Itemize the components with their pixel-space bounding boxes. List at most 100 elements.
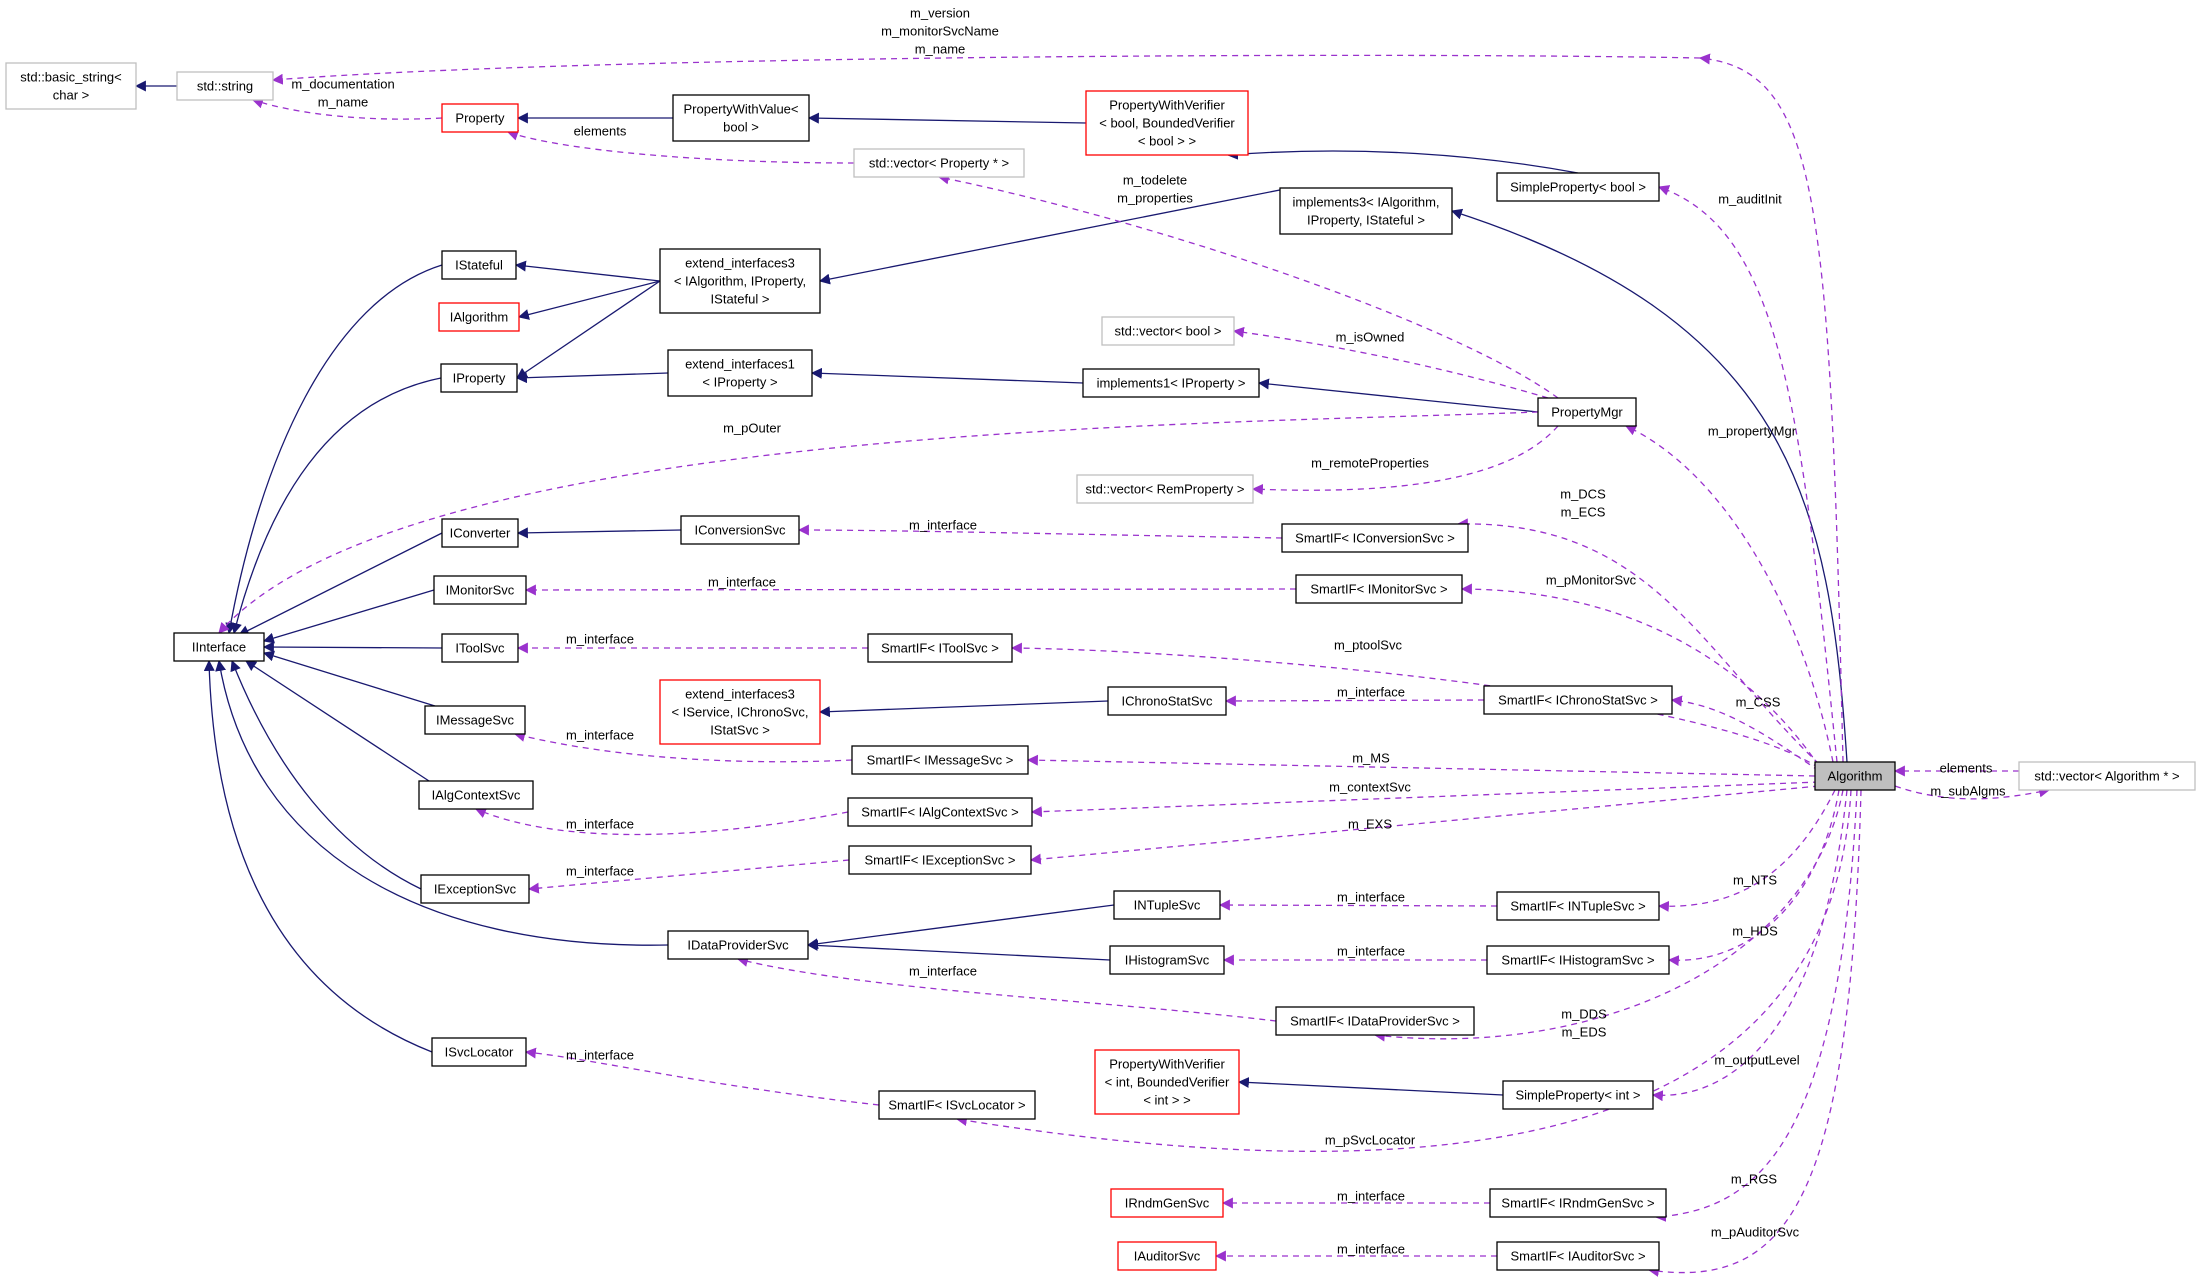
node-extend-interfaces1[interactable]: extend_interfaces1< IProperty > [667,349,813,397]
node-intuplesvc[interactable]: INTupleSvc [1113,890,1221,920]
node-box [173,632,265,662]
node-ialgorithm[interactable]: IAlgorithm [438,302,520,332]
edge-property-string [251,97,443,120]
node-iconversionsvc[interactable]: IConversionSvc [680,515,800,545]
edge-label-text: m_interface [708,575,776,590]
node-pwverifier-bool[interactable]: PropertyWithVerifier< bool, BoundedVerif… [1085,90,1249,156]
node-box [176,71,274,101]
node-smartif-isvclocator[interactable]: SmartIF< ISvcLocator > [878,1090,1036,1120]
node-smartif-imessagesvc[interactable]: SmartIF< IMessageSvc > [851,745,1029,775]
node-smartif-ialgcontextsvc[interactable]: SmartIF< IAlgContextSvc > [847,797,1033,827]
node-extend-interfaces3-b[interactable]: extend_interfaces3< IService, IChronoSvc… [659,679,821,745]
edge-label-text: m_interface [909,518,977,533]
node-basic-string[interactable]: std::basic_string<char > [5,62,137,110]
node-itoolsvc[interactable]: IToolSvc [441,633,519,663]
node-iauditorsvc[interactable]: IAuditorSvc [1117,1241,1217,1271]
node-box [667,930,809,960]
node-box [420,874,530,904]
edge-propertymgr-iinterface [218,411,1539,634]
node-vec-algorithm[interactable]: std::vector< Algorithm * > [2018,761,2196,791]
node-istateful[interactable]: IStateful [441,250,517,280]
node-property[interactable]: Property [441,103,519,133]
node-vec-bool[interactable]: std::vector< bool > [1101,316,1235,346]
node-simpleprop-int[interactable]: SimpleProperty< int > [1502,1080,1654,1110]
node-imessagesvc[interactable]: IMessageSvc [424,705,526,735]
edge-isvclocator-iinterface [203,659,433,1053]
edge-label-psvclocator: m_pSvcLocator [1325,1133,1416,1148]
edge-label-interface-chrono: m_interface [1337,685,1405,700]
node-smartif-irndmgensvc[interactable]: SmartIF< IRndmGenSvc > [1489,1188,1667,1218]
edge-label-nts: m_NTS [1733,873,1777,888]
node-smartif-iconversionsvc[interactable]: SmartIF< IConversionSvc > [1281,523,1469,553]
node-label: SmartIF< IAlgContextSvc > [861,805,1019,820]
node-iinterface[interactable]: IInterface [173,632,265,662]
edge-label-auditinit: m_auditInit [1718,192,1782,207]
edge-label-text: m_outputLevel [1714,1053,1799,1068]
edge-smartif-svcloc-svcloc [524,1047,880,1106]
node-idataprovidersvc[interactable]: IDataProviderSvc [667,930,809,960]
edge-label-text: m_version [910,6,970,21]
node-std-string[interactable]: std::string [176,71,274,101]
node-box [1085,90,1249,156]
node-smartif-iexceptionsvc[interactable]: SmartIF< IExceptionSvc > [848,845,1032,875]
node-ialgcontextsvc[interactable]: IAlgContextSvc [418,780,534,810]
node-irndmgensvc[interactable]: IRndmGenSvc [1110,1188,1224,1218]
edge-implements3-extend3 [818,187,1291,285]
edge-label-text: m_interface [566,728,634,743]
edge-algorithm-smartif-chrono [1670,695,1820,772]
node-label: INTupleSvc [1134,898,1201,913]
node-iexceptionsvc[interactable]: IExceptionSvc [420,874,530,904]
node-smartif-imonitorsvc[interactable]: SmartIF< IMonitorSvc > [1295,574,1463,604]
edge-intuplesvc-idataprovidersvc [806,904,1115,950]
node-smartif-ihistogramsvc[interactable]: SmartIF< IHistogramSvc > [1486,945,1670,975]
node-propertymgr[interactable]: PropertyMgr [1537,397,1637,427]
edge-simpleprop-pwverifier [1226,148,1579,174]
node-imonitorsvc[interactable]: IMonitorSvc [433,575,527,605]
node-vec-remproperty[interactable]: std::vector< RemProperty > [1076,474,1254,504]
node-smartif-intuplesvc[interactable]: SmartIF< INTupleSvc > [1496,891,1660,921]
node-label: ISvcLocator [445,1045,514,1060]
node-label: extend_interfaces3 [685,687,795,702]
edge-label-interface-rndm: m_interface [1337,1189,1405,1204]
edge-algorithm-smartif-hist [1667,789,1840,967]
node-vec-property[interactable]: std::vector< Property * > [853,148,1025,178]
node-label: PropertyWithVerifier [1109,1057,1225,1072]
node-box [659,248,821,314]
node-pwv-bool[interactable]: PropertyWithValue<bool > [672,94,810,142]
node-implements3[interactable]: implements3< IAlgorithm,IProperty, IStat… [1279,187,1453,235]
node-implements1[interactable]: implements1< IProperty > [1082,368,1260,398]
node-iconverter[interactable]: IConverter [441,518,519,548]
node-isvclocator[interactable]: ISvcLocator [431,1037,527,1067]
node-ihistogramsvc[interactable]: IHistogramSvc [1109,945,1225,975]
edge-label-text: m_CSS [1736,695,1781,710]
node-smartif-idataprovidersvc[interactable]: SmartIF< IDataProviderSvc > [1275,1006,1475,1036]
edge-label-pauditorsvc: m_pAuditorSvc [1711,1225,1800,1240]
node-algorithm[interactable]: Algorithm [1814,761,1896,791]
edge-propertymgr-implements1 [1257,378,1539,413]
node-ichronostatsvc[interactable]: IChronoStatSvc [1107,686,1227,716]
node-label: SmartIF< IToolSvc > [881,641,999,656]
node-box [418,780,534,810]
node-simpleprop-bool[interactable]: SimpleProperty< bool > [1496,172,1660,202]
edge-simpleprop-int-pwverifier [1237,1076,1504,1096]
edge-label-text: m_pMonitorSvc [1546,573,1637,588]
node-label: IConversionSvc [694,523,786,538]
node-pwverifier-int[interactable]: PropertyWithVerifier< int, BoundedVerifi… [1094,1049,1240,1115]
edge-smartif-chrono-chrono [1224,695,1485,707]
node-extend-interfaces3[interactable]: extend_interfaces3< IAlgorithm, IPropert… [659,248,821,314]
node-smartif-iauditorsvc[interactable]: SmartIF< IAuditorSvc > [1496,1241,1660,1271]
node-box [441,518,519,548]
node-label: implements3< IAlgorithm, [1292,195,1439,210]
edge-algorithm-smartif-conv [1456,518,1820,765]
edge-propertymgr-vecproperty [937,173,1559,399]
edge-algorithm-smartif-tool [1010,642,1820,769]
node-box [5,62,137,110]
node-smartif-ichronostatsvc[interactable]: SmartIF< IChronoStatSvc > [1483,685,1673,715]
node-smartif-itoolsvc[interactable]: SmartIF< IToolSvc > [867,633,1013,663]
node-iproperty[interactable]: IProperty [440,363,518,393]
edge-algorithm-simpleprop-int [1651,789,1848,1102]
edge-label-text: m_interface [1337,890,1405,905]
node-box [1082,368,1260,398]
